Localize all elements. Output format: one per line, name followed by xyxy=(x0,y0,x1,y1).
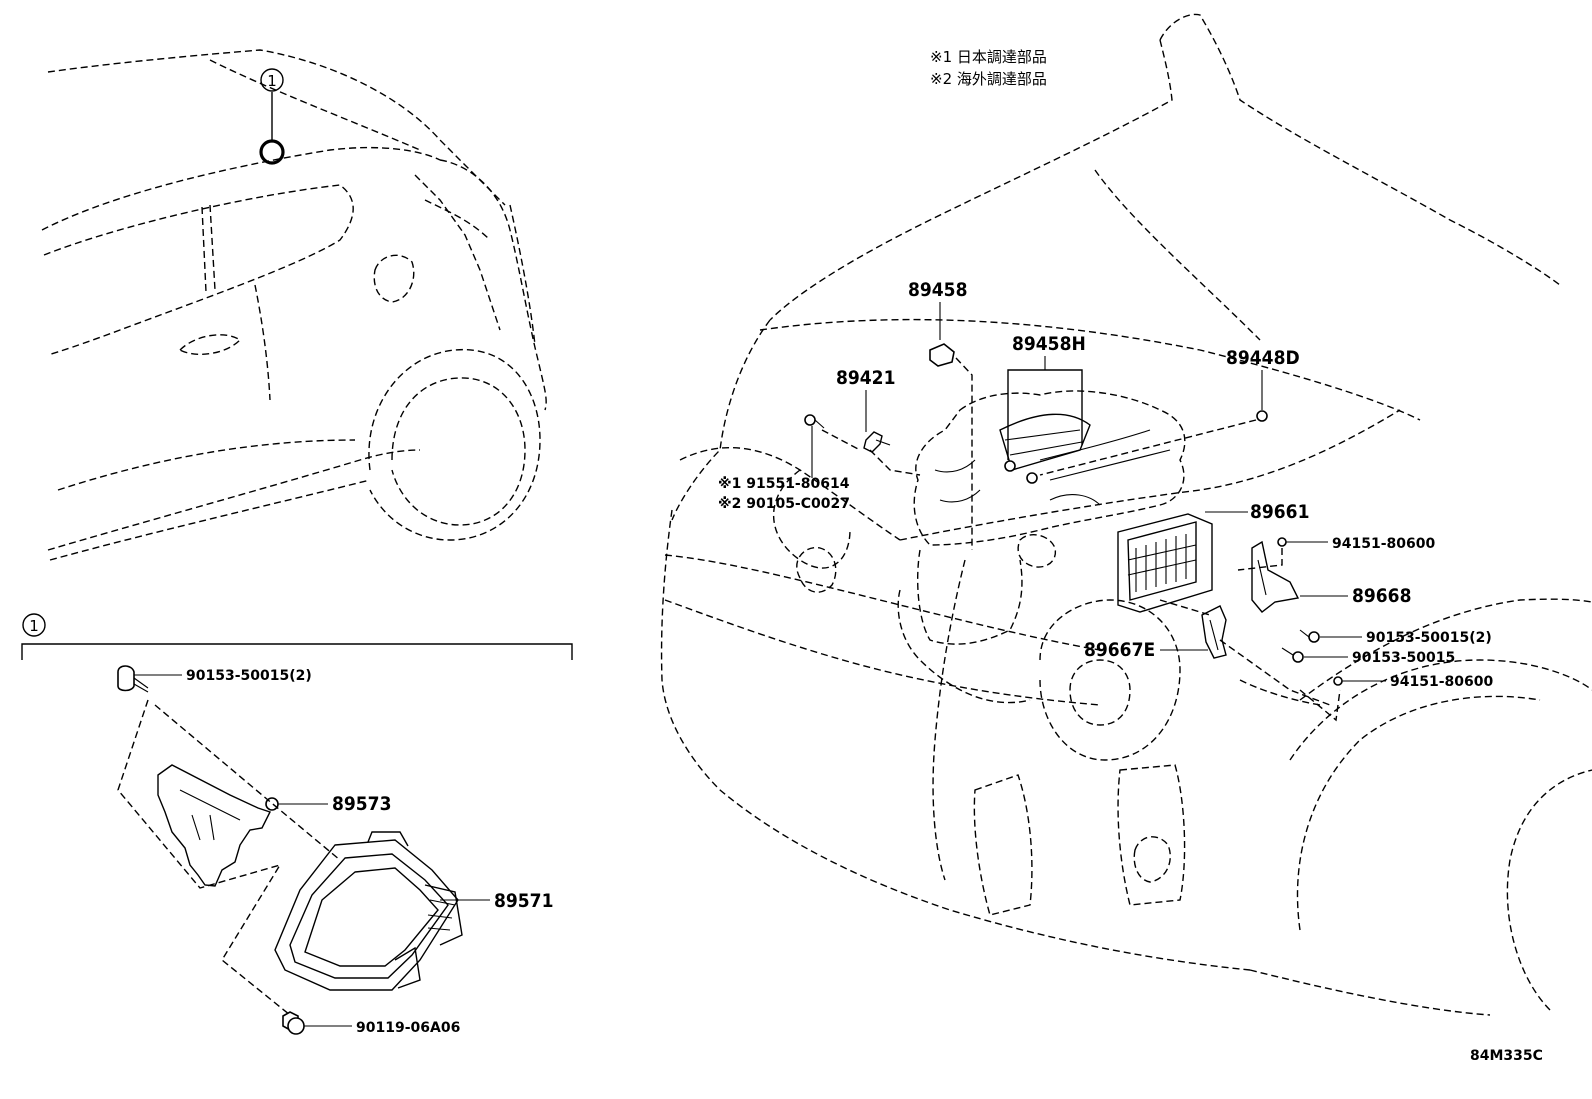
guide-dash-89421 xyxy=(869,449,921,476)
callout-circle-1-number: 1 xyxy=(267,72,277,90)
figure-code: 84M335C xyxy=(1470,1048,1543,1064)
label-89571: 89571 xyxy=(494,890,553,912)
bolt-90153-2 xyxy=(1299,629,1320,643)
bracket-89667E xyxy=(1201,605,1227,659)
part-89458H-a xyxy=(1004,460,1016,472)
guide-dash-94151-top xyxy=(1237,548,1283,571)
note-overseas-sourced: ※2 海外調達部品 xyxy=(930,70,1047,88)
label-90119: 90119-06A06 xyxy=(356,1020,460,1036)
label-90153-2-left: 90153-50015(2) xyxy=(186,668,312,684)
label-89421: 89421 xyxy=(836,367,895,389)
engine-assembly xyxy=(897,390,1186,704)
label-94151-bottom: 94151-80600 xyxy=(1390,674,1493,690)
label-89661: 89661 xyxy=(1250,501,1309,523)
guide-dash-left xyxy=(117,699,291,1016)
label-94151-top: 94151-80600 xyxy=(1332,536,1435,552)
label-89448D: 89448D xyxy=(1226,347,1300,369)
label-90153-right: 90153-50015 xyxy=(1352,650,1455,666)
callout-circle-1 xyxy=(260,68,284,92)
sensor-unit-89571 xyxy=(274,831,463,991)
ecu-89661 xyxy=(1117,513,1213,613)
detail-circle-1 xyxy=(22,613,46,637)
bracket-89573 xyxy=(157,764,279,887)
detail-bracket-line xyxy=(21,643,573,660)
bracket-89668 xyxy=(1251,540,1300,613)
label-alt-part-1: ※1 91551-80614 xyxy=(718,476,850,492)
label-89667E: 89667E xyxy=(1084,639,1155,661)
guide-dash-bolt xyxy=(821,429,861,451)
guide-dash-right xyxy=(154,704,341,861)
bolt-90153 xyxy=(1281,647,1304,663)
label-89573: 89573 xyxy=(332,793,391,815)
nut-94151-top xyxy=(1277,537,1287,547)
bolt-90153-top xyxy=(117,665,149,693)
bolt-90119 xyxy=(282,1011,305,1035)
sensor-location-marker xyxy=(259,139,285,165)
guide-dash-89458 xyxy=(955,357,973,550)
label-90153-2-right: 90153-50015(2) xyxy=(1366,630,1492,646)
label-89458H: 89458H xyxy=(1012,333,1086,355)
label-89458: 89458 xyxy=(908,279,967,301)
part-89448D xyxy=(1256,410,1268,422)
note-japan-sourced: ※1 日本調達部品 xyxy=(930,48,1047,66)
detail-circle-1-number: 1 xyxy=(29,617,39,635)
guide-dash-94151-bottom xyxy=(1299,689,1341,722)
part-89458H-b xyxy=(1026,472,1038,484)
rear-vehicle-outline xyxy=(41,49,547,561)
label-89668: 89668 xyxy=(1352,585,1411,607)
part-89421 xyxy=(863,431,891,453)
part-89458 xyxy=(929,343,955,367)
bolt-91551 xyxy=(804,414,825,429)
nut-94151-bottom xyxy=(1333,676,1343,686)
guide-dash-89667E xyxy=(1159,599,1331,706)
label-alt-part-2: ※2 90105-C0027 xyxy=(718,496,850,512)
front-vehicle-outline xyxy=(660,13,1592,1016)
guide-dash-89448D xyxy=(1039,419,1257,476)
